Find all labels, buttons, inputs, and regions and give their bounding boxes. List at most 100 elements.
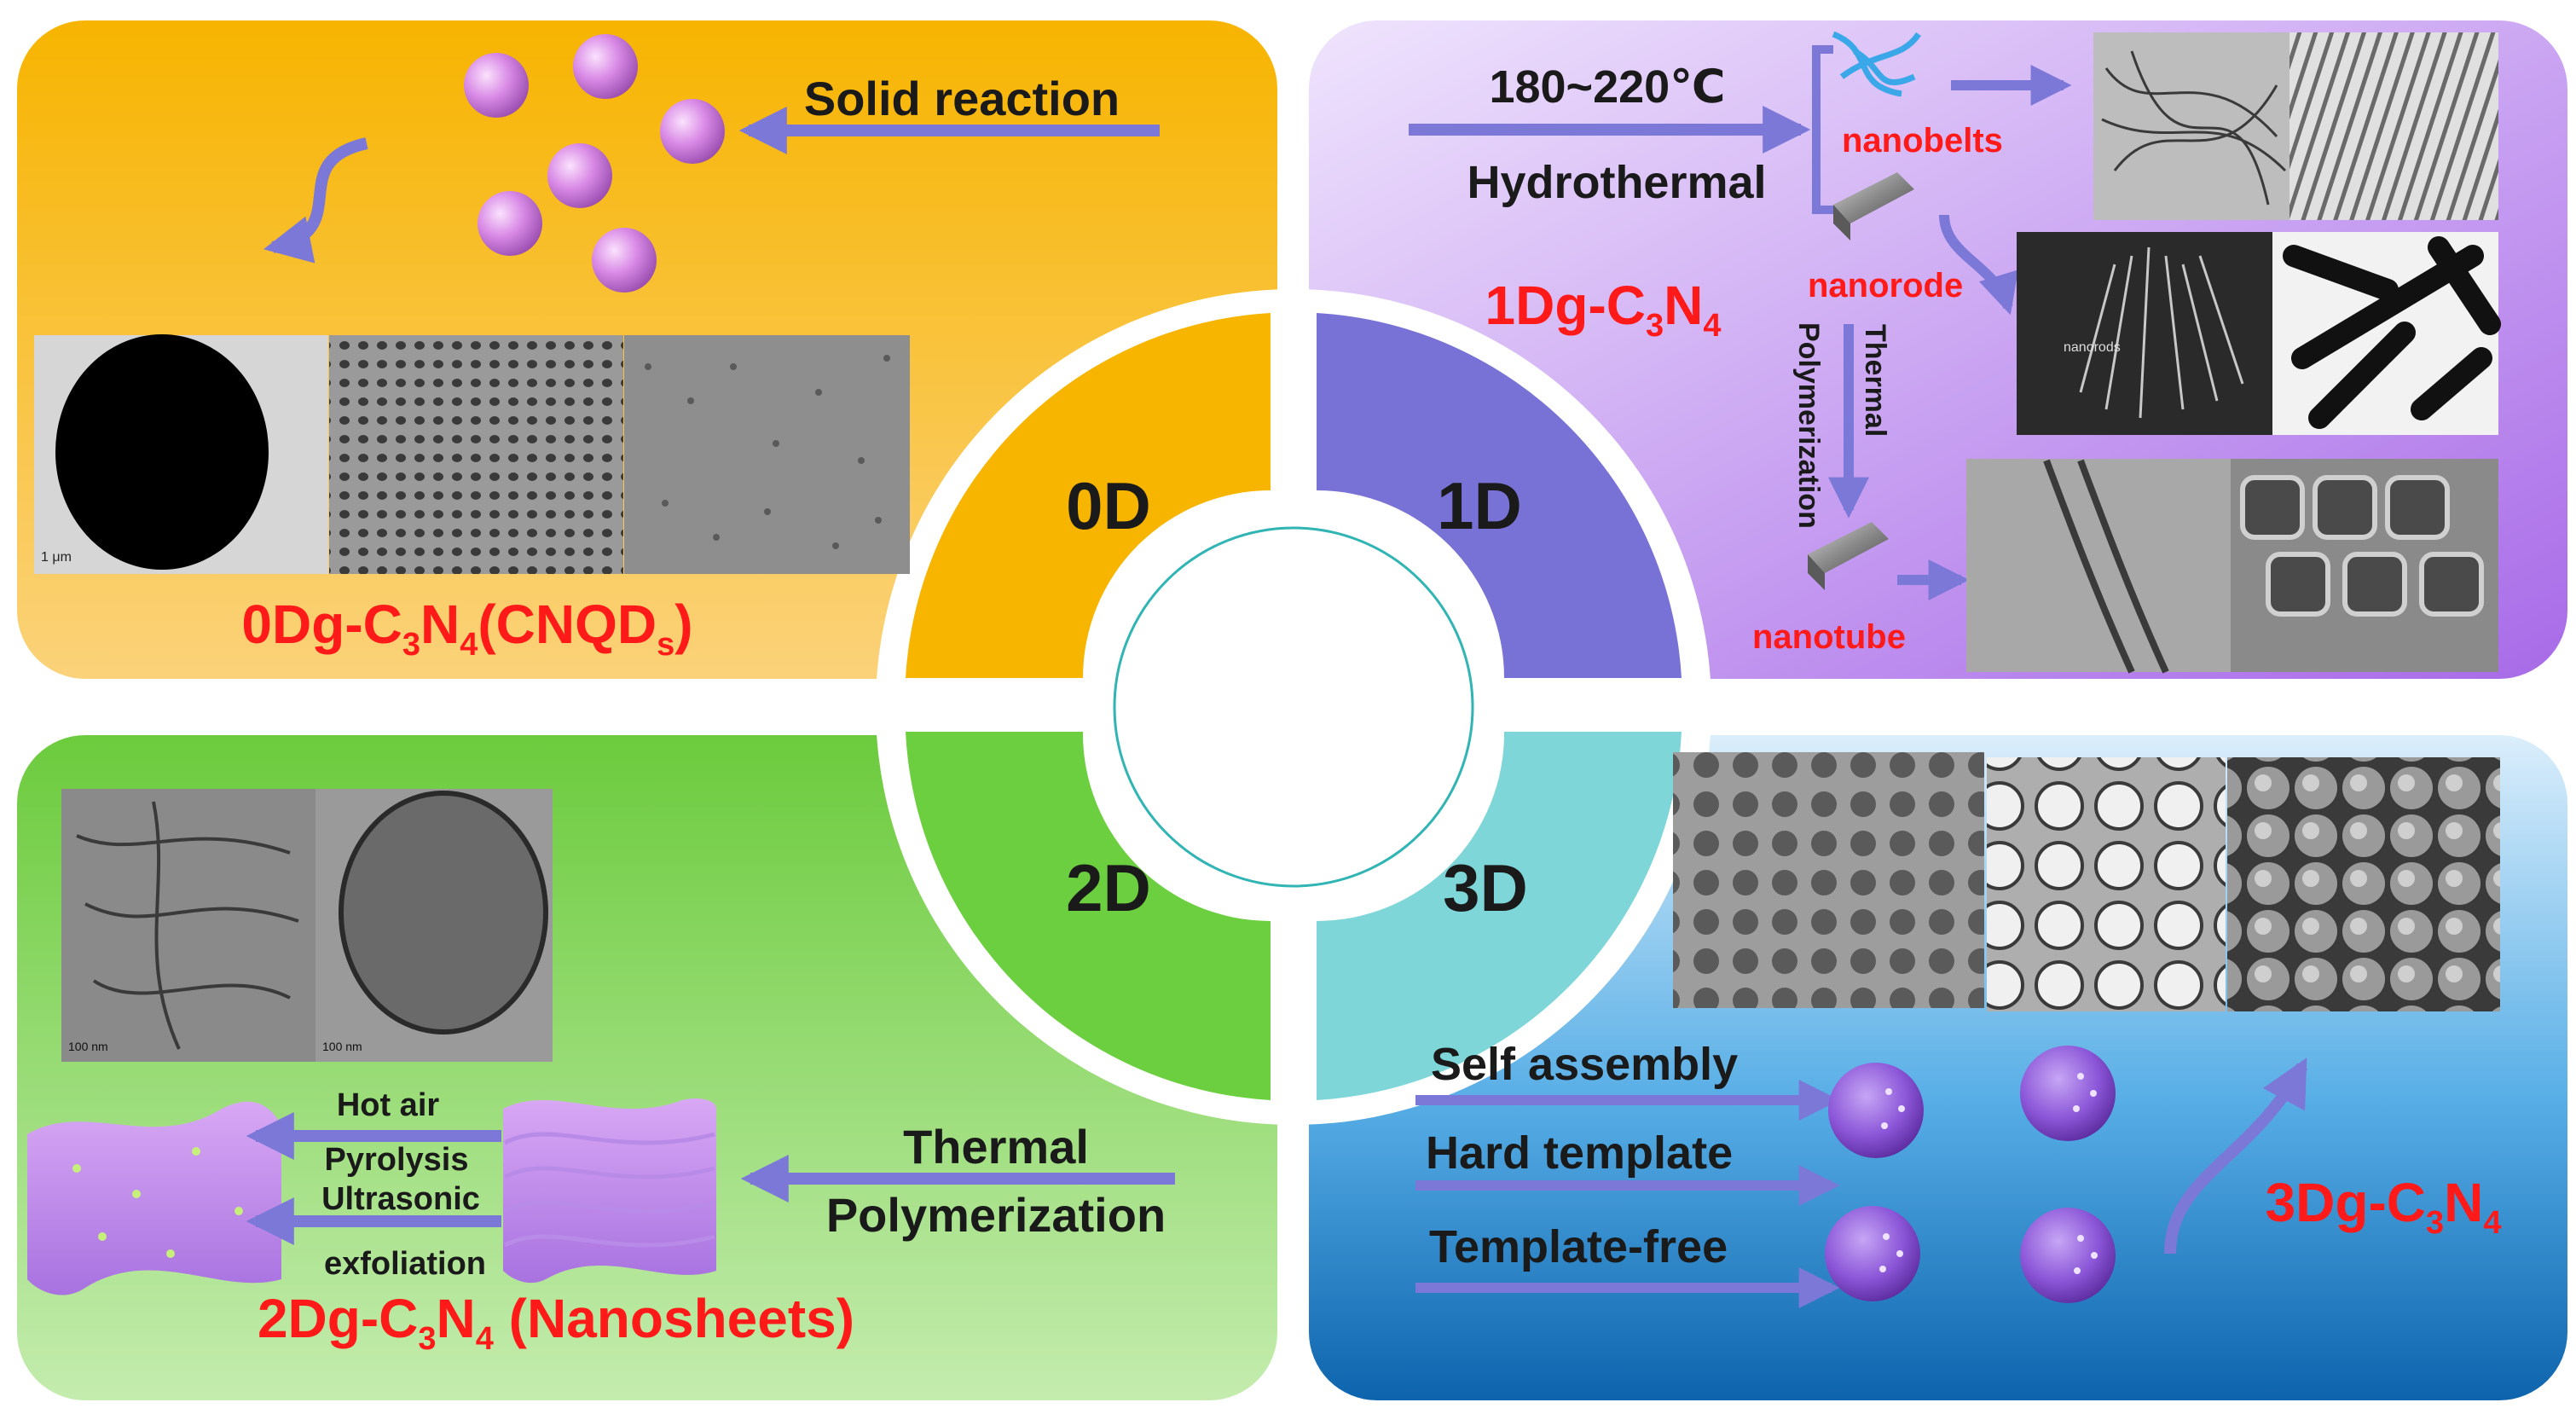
tem-image-qd-dark [329, 335, 623, 574]
quantum-dot-sphere [660, 99, 725, 164]
hydrothermal-label: Hydrothermal [1467, 157, 1766, 208]
ultrasonic-label: Ultrasonic [321, 1181, 480, 1217]
scale-label-2d-a: 100 nm [68, 1040, 108, 1053]
title-3d: 3Dg-C3N4 [2266, 1172, 2502, 1241]
label-3d: 3D [1443, 850, 1528, 925]
title-3d-mid: N [2444, 1172, 2483, 1233]
curved-up-arrow [2164, 1058, 2308, 1255]
hot-air-label: Hot air [337, 1087, 440, 1123]
one-d-images: nanorods [1966, 32, 2501, 674]
quantum-dot-sphere [547, 143, 612, 208]
sheet-outline [339, 791, 548, 1034]
ring-sector-3d [1317, 732, 1682, 1100]
pyrolysis-label: Pyrolysis [325, 1142, 469, 1178]
tem-image-qd-light [624, 335, 910, 574]
quantum-dot-sphere [573, 34, 638, 99]
ring-sector-1d [1317, 313, 1682, 678]
porous-ball [1828, 1063, 1924, 1158]
zero-d-spheres [464, 34, 725, 293]
tangle-strands [2101, 50, 2287, 206]
nanorods-image-caption: nanorods [2064, 340, 2121, 355]
nanotube-walls [2043, 459, 2169, 674]
title-0d-sub2: 4 [460, 627, 478, 663]
title-0d-main: 0Dg-C [241, 594, 402, 655]
title-0d-mid: N [420, 594, 460, 655]
two-d-tem-images: 100 nm 100 nm [61, 789, 553, 1062]
bulk-layered-sheet [503, 1098, 716, 1284]
title-0d-tail: (CNQD [478, 594, 657, 655]
title-2d: 2Dg-C3N4 (Nanosheets) [258, 1288, 854, 1357]
arrow-to-nanorod-images [1939, 214, 2018, 316]
porous-ball [2020, 1046, 2116, 1141]
tem-porous-structure [1673, 752, 1984, 1008]
tem-nanorod-shapes [2283, 236, 2501, 429]
thermal-label-1d: Thermal [1859, 324, 1891, 437]
title-3d-sub1: 3 [2426, 1205, 2444, 1241]
quantum-dot-sphere [478, 191, 542, 256]
sheet-dots-left [72, 1147, 243, 1258]
temperature-label: 180~220℃ [1489, 61, 1725, 113]
label-1d: 1D [1437, 468, 1522, 543]
sem-sphere-packing [2227, 757, 2500, 1011]
sheet-wrinkles-1 [76, 801, 299, 1050]
bulk-layers [503, 1132, 715, 1248]
porous-ball [2020, 1208, 2116, 1303]
curved-down-arrow [263, 137, 368, 264]
polymerization-label-2d: Polymerization [826, 1188, 1166, 1242]
nanorode-icon [1833, 172, 1914, 240]
sem-nanobelt-fibers [2289, 32, 2498, 220]
title-1d-mid: N [1664, 275, 1703, 336]
qd-speckles [645, 355, 890, 549]
ring-sector-2d [906, 732, 1271, 1100]
label-0d: 0D [1066, 468, 1151, 543]
nanobelts-label: nanobelts [1842, 122, 2003, 159]
polymerization-label-1d: Polymerization [1792, 322, 1825, 529]
title-2d-sub2: 4 [476, 1321, 494, 1357]
title-3d-main: 3Dg-C [2266, 1172, 2426, 1233]
nanobelt-icon [1832, 31, 1921, 97]
title-1d-main: 1Dg-C [1485, 275, 1646, 336]
three-d-images [1673, 752, 2500, 1011]
title-0d-sub3: s [657, 627, 674, 663]
tem-nanosheet-1 [61, 789, 315, 1062]
template-free-label: Template-free [1429, 1221, 1728, 1272]
nanorode-label: nanorode [1808, 267, 1963, 304]
solid-reaction-label: Solid reaction [804, 72, 1120, 125]
title-2d-tail: (Nanosheets) [494, 1288, 854, 1349]
title-2d-mid: N [437, 1288, 476, 1349]
quantum-dot-sphere [464, 53, 529, 118]
nanorod-bristles [2079, 246, 2244, 419]
title-0d-sub1: 3 [402, 627, 420, 663]
central-hole [1113, 526, 1474, 888]
title-1d-sub1: 3 [1646, 308, 1664, 344]
tem-nanotube [1966, 459, 2231, 672]
tube-openings [2240, 475, 2484, 617]
thermal-label-2d: Thermal [903, 1120, 1089, 1174]
ring-sector-0d [906, 313, 1271, 678]
porous-balls [1825, 1046, 2116, 1303]
exfoliated-nanosheet [27, 1101, 281, 1295]
label-2d: 2D [1066, 850, 1151, 925]
ball-pores [1879, 1073, 2098, 1274]
title-2d-main: 2Dg-C [258, 1288, 418, 1349]
hard-template-label: Hard template [1426, 1127, 1733, 1179]
scale-label-2d-b: 100 nm [322, 1040, 362, 1053]
porous-ball [1825, 1206, 1920, 1301]
title-2d-sub1: 3 [418, 1321, 436, 1357]
nanotube-label: nanotube [1752, 618, 1906, 656]
tem-hollow-spheres [1987, 757, 2226, 1011]
dark-particle [55, 334, 269, 570]
title-3d-sub2: 4 [2483, 1205, 2501, 1241]
title-0d-close: ) [674, 594, 692, 655]
quantum-dot-sphere [592, 228, 657, 293]
bracket [1812, 45, 1833, 214]
title-1d: 1Dg-C3N4 [1485, 275, 1722, 344]
nanotube-icon [1808, 522, 1889, 590]
title-1d-sub2: 4 [1703, 308, 1721, 344]
zero-d-tem-images: 1 μm [34, 334, 910, 574]
title-0d: 0Dg-C3N4(CNQDs) [241, 594, 692, 663]
scale-label-0d: 1 μm [41, 550, 72, 565]
self-assembly-label: Self assembly [1431, 1039, 1738, 1090]
exfoliation-label: exfoliation [324, 1246, 486, 1282]
